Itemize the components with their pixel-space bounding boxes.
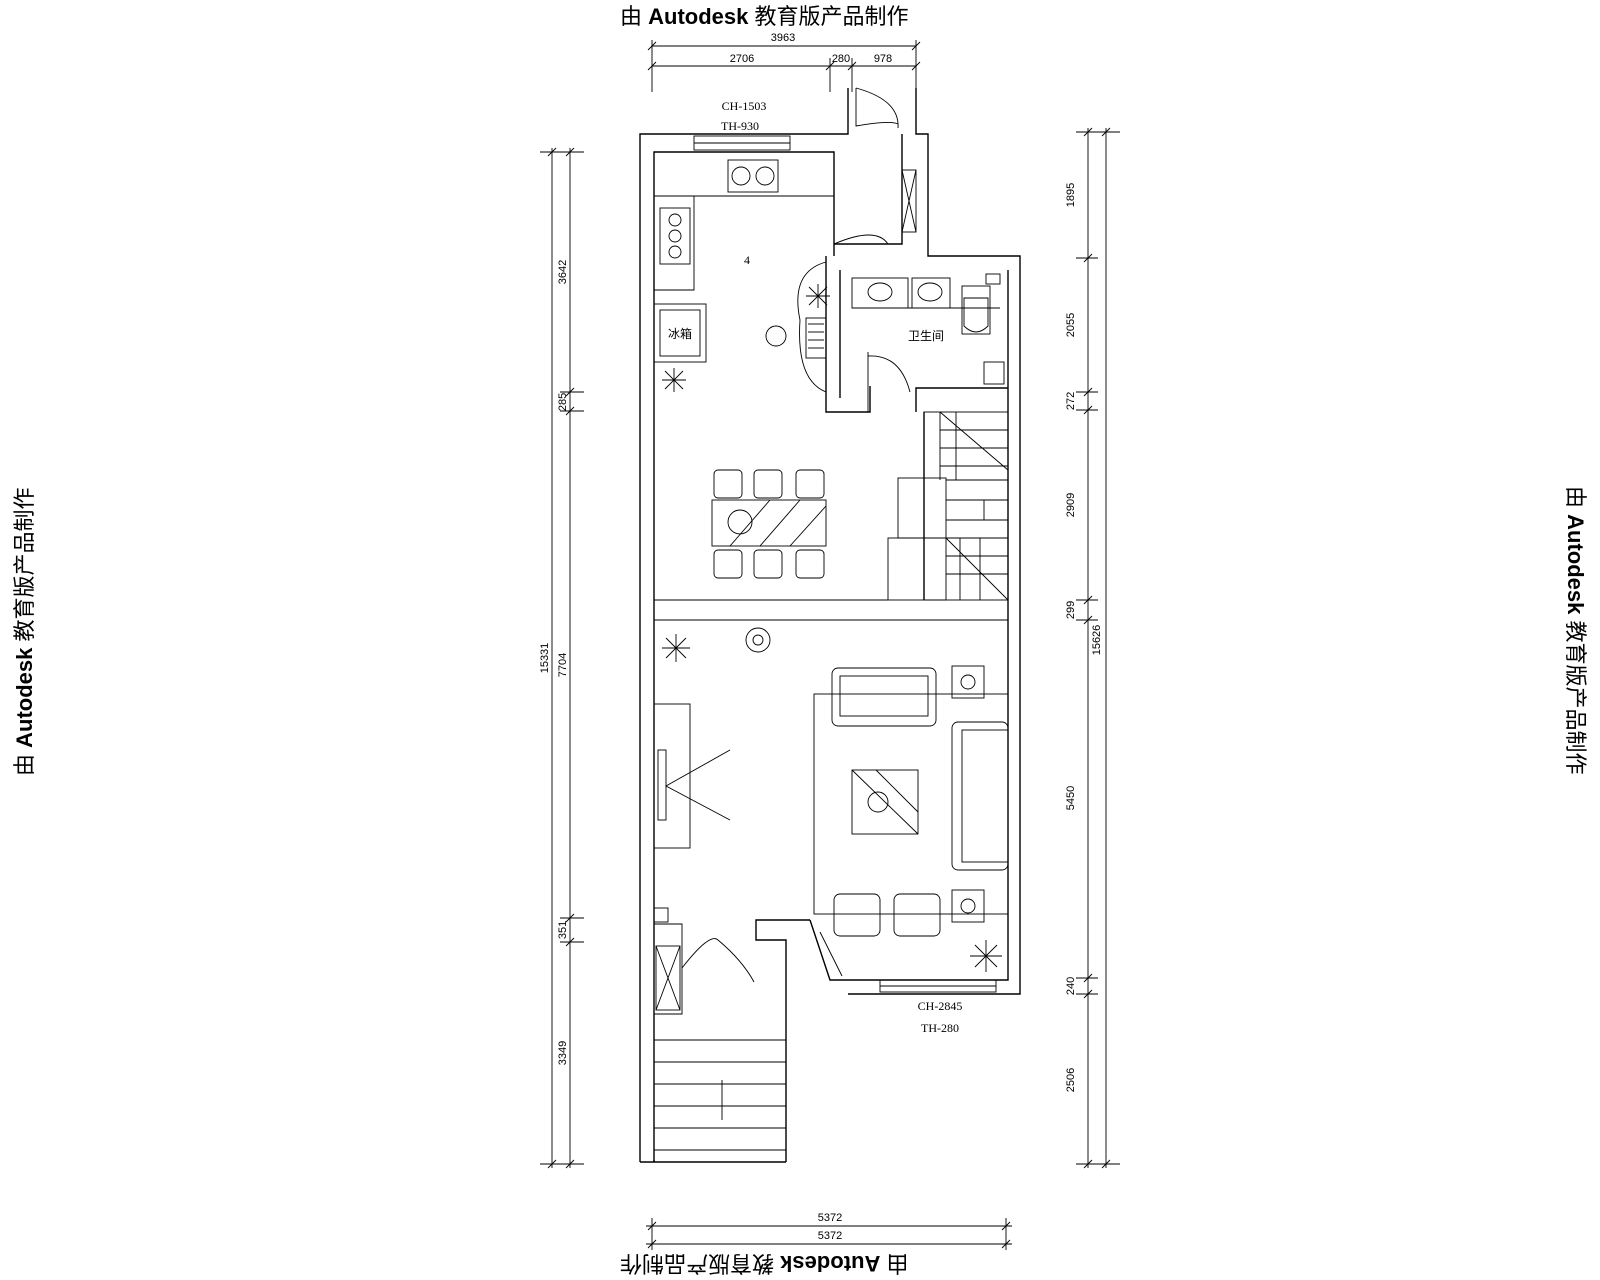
entry-door-swing-icon xyxy=(681,938,719,969)
dim-left-seg-5: 3349 xyxy=(557,1041,569,1065)
bath-door-swing-icon xyxy=(867,355,911,393)
staircase xyxy=(654,387,1009,621)
bay-window: CH-2845 TH-280 xyxy=(809,919,997,1035)
dining-chair-icon xyxy=(753,469,783,499)
basin-icon xyxy=(851,277,909,309)
plant-icon xyxy=(662,368,686,392)
dim-top-seg-3: 978 xyxy=(874,53,892,65)
plant-icon xyxy=(806,284,830,308)
right-dimension-chain: 1895 2055 272 2909 299 5450 240 2506 156… xyxy=(1065,127,1120,1169)
dim-right-seg-6: 5450 xyxy=(1065,786,1077,810)
bathroom: 卫生间 xyxy=(851,273,1005,412)
dim-right-seg-5: 299 xyxy=(1065,601,1077,619)
side-table-icon xyxy=(951,889,985,923)
window-top-label-1: CH-1503 xyxy=(722,99,767,113)
top-window: CH-1503 TH-930 xyxy=(693,99,791,151)
window-bottom-label-1: CH-2845 xyxy=(918,999,963,1013)
bottom-dimension-chain: 5372 5372 xyxy=(646,1212,1012,1250)
shoe-cabinet-icon xyxy=(655,945,681,1011)
armchair-icon xyxy=(833,893,881,937)
rug-icon xyxy=(813,693,1009,915)
tv-cabinet-icon xyxy=(653,703,691,849)
dim-left-seg-1: 3642 xyxy=(557,260,569,284)
dim-left-total: 15331 xyxy=(539,643,551,674)
dim-top-seg-2: 280 xyxy=(832,53,850,65)
kitchen: 冰箱 4 xyxy=(653,159,889,392)
column-marker xyxy=(745,627,771,653)
left-dimension-chain: 15331 3642 285 7704 351 3349 xyxy=(539,147,584,1169)
dim-top-seg-1: 2706 xyxy=(730,53,754,65)
top-dimension-chain: 3963 2706 280 978 xyxy=(647,32,921,92)
chair-icon xyxy=(765,325,787,347)
dim-left-seg-3: 7704 xyxy=(557,653,569,677)
window-top-label-2: TH-930 xyxy=(721,119,759,133)
sofa-right-icon xyxy=(951,721,1009,871)
entry-porch xyxy=(653,907,786,1151)
entry-door-top xyxy=(855,87,917,233)
dining-chair-icon xyxy=(795,469,825,499)
dim-right-seg-3: 272 xyxy=(1065,392,1077,410)
kitchen-door-swing-icon xyxy=(833,234,889,245)
dim-left-seg-2: 285 xyxy=(557,393,569,411)
plant-icon xyxy=(662,634,690,662)
dining-set xyxy=(711,469,827,579)
dim-left-seg-4: 351 xyxy=(557,921,569,939)
sink-icon xyxy=(727,159,779,193)
armchair-icon xyxy=(893,893,941,937)
dim-right-seg-4: 2909 xyxy=(1065,493,1077,517)
dining-chair-icon xyxy=(713,469,743,499)
bath-mark: 卫生间 xyxy=(908,329,944,343)
partition-bay xyxy=(765,256,871,413)
exterior-walls xyxy=(639,88,1021,1163)
living-room xyxy=(653,665,1009,937)
fridge-icon xyxy=(653,303,707,363)
stove-icon xyxy=(659,207,691,265)
dim-bottom-total-2: 5372 xyxy=(818,1230,842,1242)
dining-chair-icon xyxy=(753,549,783,579)
dim-right-seg-7: 240 xyxy=(1065,977,1077,995)
dining-table-icon xyxy=(711,499,827,547)
dim-top-total: 3963 xyxy=(771,32,795,44)
watermark-top: 由 Autodesk 教育版产品制作 xyxy=(620,4,909,29)
sofa-icon xyxy=(831,667,937,727)
kitchen-mark: 4 xyxy=(744,253,750,267)
window-bottom-label-2: TH-280 xyxy=(921,1021,959,1035)
dim-right-seg-8: 2506 xyxy=(1065,1068,1077,1092)
toilet-icon xyxy=(961,285,991,335)
side-table-icon xyxy=(951,665,985,699)
dining-chair-icon xyxy=(795,549,825,579)
fridge-label: 冰箱 xyxy=(668,326,692,341)
dining-chair-icon xyxy=(713,549,743,579)
plant-icon xyxy=(970,940,1002,972)
dim-bottom-total: 5372 xyxy=(818,1212,842,1224)
coffee-table-icon xyxy=(851,769,919,835)
dim-right-seg-2: 2055 xyxy=(1065,313,1077,337)
dim-right-total: 15626 xyxy=(1091,625,1103,656)
dim-right-seg-1: 1895 xyxy=(1065,183,1077,207)
